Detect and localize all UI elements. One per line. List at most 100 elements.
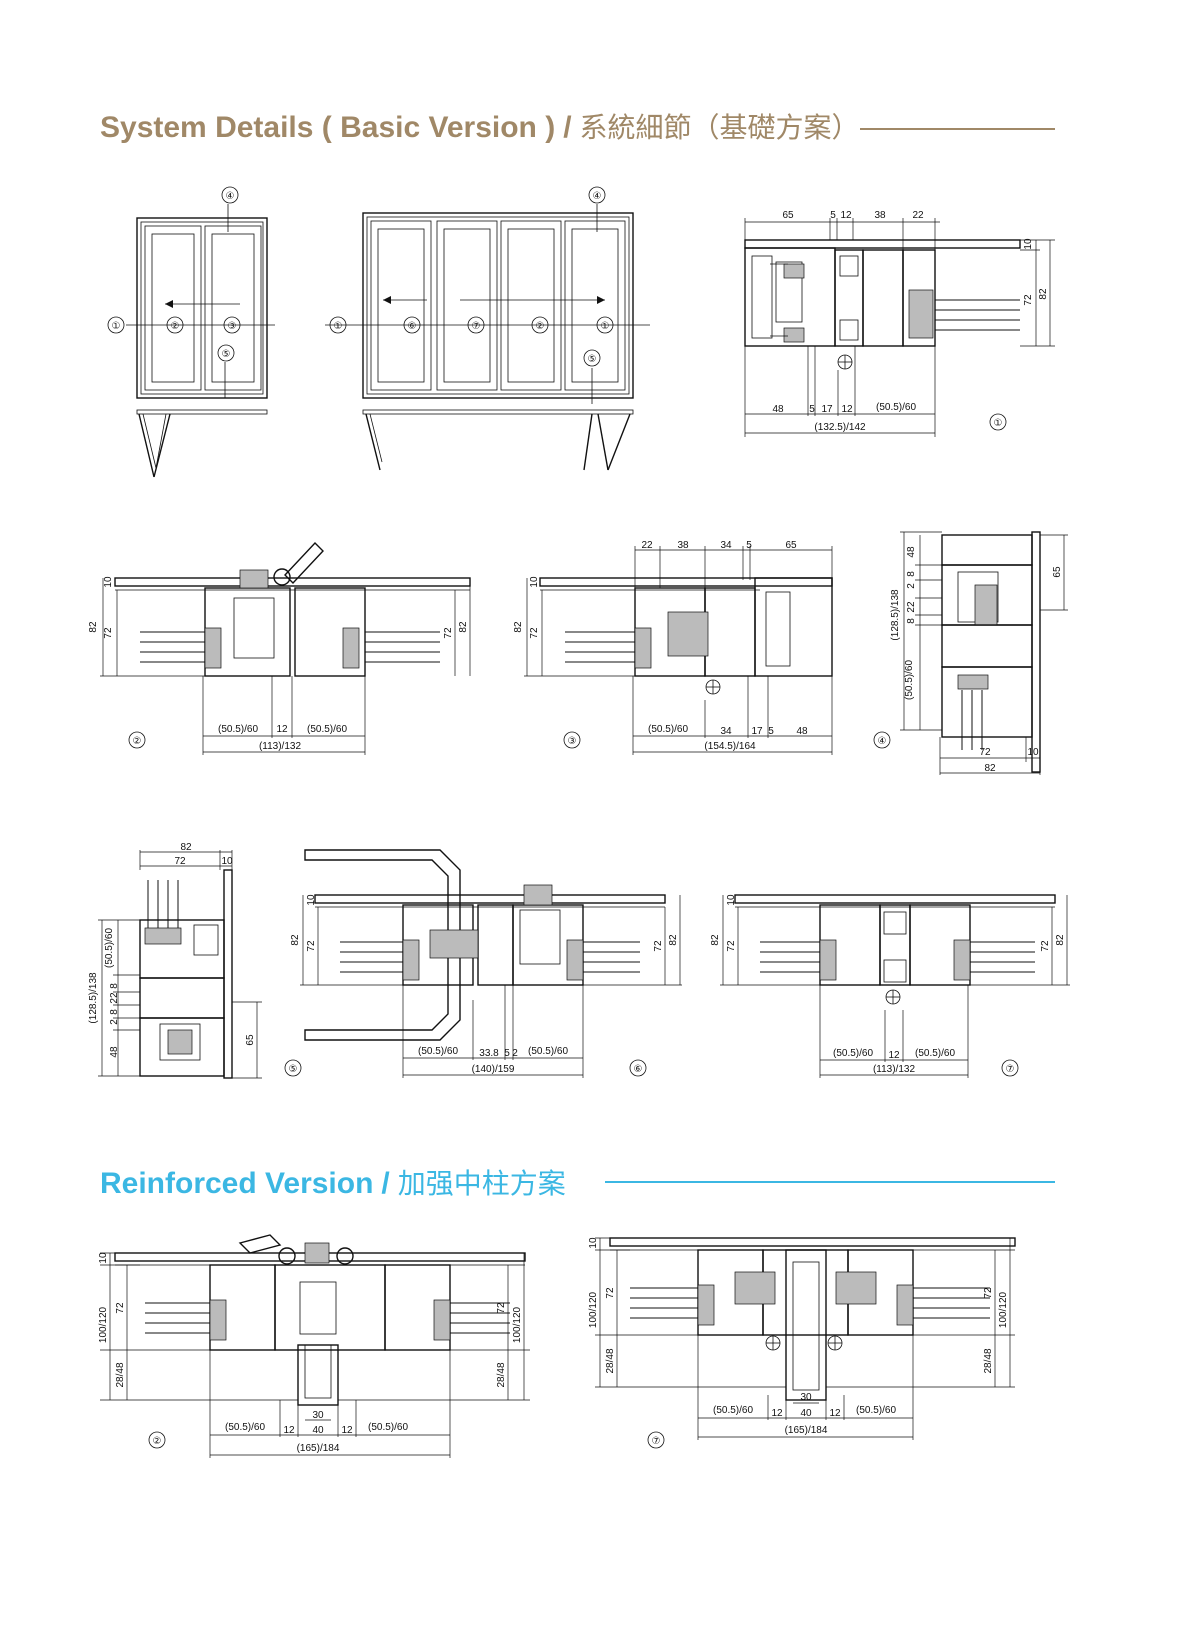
dimension-label: 33.8 xyxy=(479,1048,499,1059)
two-panel-elevation: ④ ① ② ③ ⑤ xyxy=(107,186,275,478)
dimension-label: (50.5)/60 xyxy=(915,1048,955,1059)
dimension-overall: (140)/159 xyxy=(472,1064,515,1075)
dimension-label: (50.5)/60 xyxy=(528,1046,568,1057)
dimension-label: 10 xyxy=(103,576,114,588)
dimension-label: 65 xyxy=(782,210,794,221)
basic-version-heading: System Details ( Basic Version )/系統細節（基礎… xyxy=(100,106,860,146)
dimension-overall: (154.5)/164 xyxy=(704,741,756,752)
dimension-label: 12 xyxy=(276,724,288,735)
dimension-label: 82 xyxy=(458,621,469,633)
dimension-label: 12 xyxy=(841,404,853,415)
dimension-label: 10 xyxy=(588,1237,599,1249)
dimension-label: 12 xyxy=(829,1408,841,1419)
dimension-label: 28/48 xyxy=(496,1362,507,1387)
dimension-label: 12 xyxy=(888,1050,900,1061)
dimension-label: 100/120 xyxy=(512,1306,523,1343)
dimension-label: 82 xyxy=(513,621,524,633)
elevation-callout: ④ xyxy=(593,191,602,202)
dimension-label: (128.5)/138 xyxy=(88,972,99,1024)
elevation-callout: ① xyxy=(112,321,121,332)
four-panel-elevation: ④ ① ⑥ ⑦ ② ① ⑤ xyxy=(325,186,650,471)
dimension-label: 22 xyxy=(641,540,653,551)
dimension-label: 12 xyxy=(341,1425,353,1436)
basic-heading-rule xyxy=(860,128,1055,130)
elevation-callout: ① xyxy=(601,321,610,332)
dimension-label: 72 xyxy=(306,940,317,952)
dimension-label: 12 xyxy=(840,210,852,221)
dimension-label: (50.5)/60 xyxy=(218,724,258,735)
dimension-label: 28/48 xyxy=(115,1362,126,1387)
dimension-label: 48 xyxy=(109,1046,120,1058)
elevation-callout: ⑦ xyxy=(472,321,481,332)
dimension-label: (50.5)/60 xyxy=(833,1048,873,1059)
dimension-label: 65 xyxy=(245,1034,256,1046)
detail-number: ⑦ xyxy=(1006,1064,1015,1075)
dimension-label: 5 xyxy=(746,540,752,551)
dimension-label: 12 xyxy=(771,1408,783,1419)
reinforced-heading-rule xyxy=(605,1181,1055,1183)
dimension-label: 10 xyxy=(726,894,737,906)
dimension-label: 48 xyxy=(906,546,917,558)
detail-number: ⑦ xyxy=(652,1436,661,1447)
detail-number: ④ xyxy=(878,736,887,747)
dimension-label: 72 xyxy=(605,1287,616,1299)
dimension-overall: (165)/184 xyxy=(785,1425,828,1436)
basic-heading-cn: 系統細節（基礎方案） xyxy=(579,111,860,144)
dimension-label: 82 xyxy=(710,934,721,946)
elevation-callout: ③ xyxy=(228,321,237,332)
dimension-label: 65 xyxy=(785,540,797,551)
dimension-label: 65 xyxy=(1052,566,1063,578)
dimension-label: (50.5)/60 xyxy=(225,1422,265,1433)
dimension-label: 72 xyxy=(1023,294,1034,306)
dimension-overall: (113)/132 xyxy=(873,1064,916,1075)
dimension-label: 10 xyxy=(1027,747,1039,758)
dimension-label: (128.5)/138 xyxy=(890,589,901,641)
dimension-label: 72 xyxy=(983,1287,994,1299)
dimension-label: 5 xyxy=(504,1048,510,1059)
detail-3-jamb-section: 22 38 34 5 65 10 82 72 (50.5)/60 34 xyxy=(513,540,833,755)
dimension-label: 10 xyxy=(221,856,233,867)
elevation-callout: ⑤ xyxy=(222,349,231,360)
elevation-callout: ② xyxy=(536,321,545,332)
dimension-label: 72 xyxy=(174,856,186,867)
dimension-label: 72 xyxy=(726,940,737,952)
dimension-label: 100/120 xyxy=(588,1291,599,1328)
reinforced-heading-en: Reinforced Version xyxy=(100,1167,374,1200)
reinforced-heading-cn: 加强中柱方案 xyxy=(397,1167,566,1200)
detail-number: ② xyxy=(133,736,142,747)
dimension-label: 82 xyxy=(1055,934,1066,946)
dimension-label: 48 xyxy=(772,404,784,415)
dimension-label: 12 xyxy=(283,1425,295,1436)
dimension-label: 100/120 xyxy=(98,1306,109,1343)
dimension-label: 22 xyxy=(912,210,924,221)
reinforced-heading-separator: / xyxy=(381,1167,390,1200)
detail-number: ① xyxy=(994,418,1003,429)
dimension-label: 72 xyxy=(115,1302,126,1314)
dimension-label: (50.5)/60 xyxy=(307,724,347,735)
dimension-label: 38 xyxy=(677,540,689,551)
dimension-label: (50.5)/60 xyxy=(648,724,688,735)
dimension-label: 72 xyxy=(103,627,114,639)
basic-heading-en: System Details ( Basic Version ) xyxy=(100,111,556,144)
dimension-label: 5 xyxy=(830,210,836,221)
dimension-label: 8 xyxy=(906,571,917,577)
reinforced-version-heading: Reinforced Version/加强中柱方案 xyxy=(100,1162,566,1202)
dimension-label: 34 xyxy=(720,726,732,737)
dimension-label: 82 xyxy=(290,934,301,946)
dimension-label: 10 xyxy=(529,576,540,588)
detail-6-hinge-section: 10 82 72 72 82 (50.5)/60 33.8 5 2 (50.5)… xyxy=(290,849,682,1078)
dimension-label: 22 xyxy=(109,992,120,1004)
elevation-callout: ⑤ xyxy=(588,354,597,365)
reinforced-detail-7: 10 72 100/120 28/48 72 100/120 28/48 (50… xyxy=(588,1237,1016,1449)
dimension-label: (50.5)/60 xyxy=(904,660,915,700)
dimension-label: 5 xyxy=(809,404,815,415)
dimension-label: 17 xyxy=(751,726,763,737)
dimension-label: 72 xyxy=(653,940,664,952)
elevation-callout: ④ xyxy=(226,191,235,202)
dimension-overall: (113)/132 xyxy=(259,741,302,752)
reinforced-detail-2: 10 72 100/120 28/48 72 100/120 28/48 (50… xyxy=(98,1234,530,1458)
dimension-label: (50.5)/60 xyxy=(368,1422,408,1433)
dimension-label: 40 xyxy=(800,1408,812,1419)
dimension-label: 72 xyxy=(1040,940,1051,952)
